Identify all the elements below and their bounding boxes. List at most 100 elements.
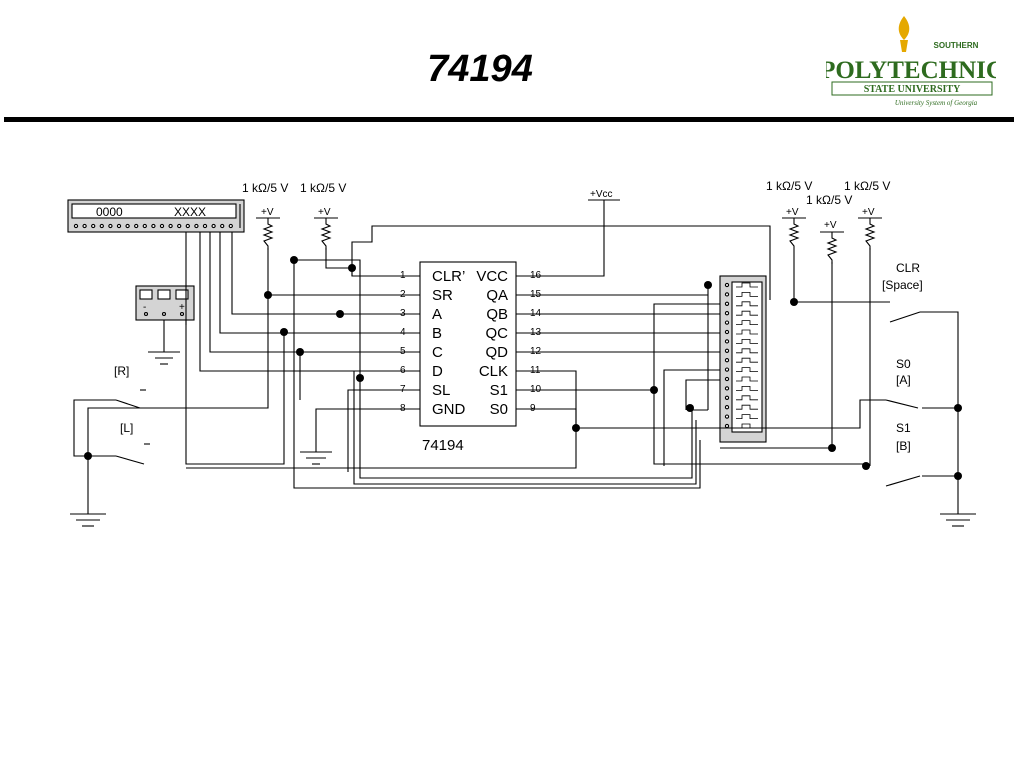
logo-polytechnic: POLYTECHNIC — [826, 57, 996, 84]
wire-junction — [84, 452, 92, 460]
wire-junction — [264, 291, 272, 299]
pin-name-right: QB — [486, 306, 508, 323]
connector-dot — [177, 223, 182, 229]
connector-dot — [168, 223, 173, 229]
wire-junction — [572, 424, 580, 432]
university-logo: SOUTHERN POLYTECHNIC STATE UNIVERSITY Un… — [826, 16, 996, 107]
waveform-trace — [736, 376, 758, 382]
resistor-symbol — [864, 218, 876, 250]
plus-v-5: +V — [862, 207, 875, 218]
waveform-trace — [736, 301, 758, 307]
wire-junction — [954, 404, 962, 412]
plus-v-2: +V — [318, 207, 331, 218]
pin-name-right: CLK — [479, 363, 508, 380]
ic-74194-body[interactable] — [419, 261, 517, 427]
pin-number-left: 8 — [400, 403, 406, 414]
plus-v-3: +V — [786, 207, 799, 218]
connector-dot — [724, 320, 730, 325]
wire-junction — [336, 310, 344, 318]
waveform-trace — [736, 414, 758, 420]
connector-dot — [724, 405, 730, 410]
pin-number-right: 13 — [530, 327, 542, 338]
resistor-label-5: 1 kΩ/5 V — [844, 179, 890, 193]
pin-name-right: S1 — [490, 382, 508, 399]
wire-junction — [356, 374, 364, 382]
connector-dot — [724, 282, 730, 288]
connector-dot — [724, 301, 730, 306]
pin-name-left: D — [432, 363, 443, 380]
resistor-label-3: 1 kΩ/5 V — [766, 179, 812, 193]
vcc-label: +Vcc — [590, 189, 613, 200]
wire-junction — [790, 298, 798, 306]
switch-l-label: [L] — [120, 421, 133, 435]
function-generator[interactable] — [135, 285, 195, 352]
waveform-trace — [736, 385, 758, 391]
switch-clr-key: [Space] — [882, 278, 923, 292]
generator-minus: - — [143, 302, 146, 313]
wire-junction — [686, 404, 694, 412]
connector-dot — [82, 223, 87, 229]
connector-dot — [185, 223, 190, 229]
connector-dot — [724, 414, 730, 419]
connector-dot — [724, 367, 730, 372]
pin-name-right: S0 — [490, 401, 508, 418]
pin-name-left: GND — [432, 401, 466, 418]
waveform-trace — [736, 320, 758, 326]
connector-dot — [91, 223, 96, 229]
waveform-trace — [736, 367, 758, 373]
ic-right-pins — [516, 275, 560, 410]
pin-number-left: 2 — [400, 289, 406, 300]
resistor-symbol — [262, 218, 274, 250]
pin-name-right: QC — [486, 325, 509, 342]
pin-name-left: B — [432, 325, 442, 342]
connector-dot — [116, 223, 122, 229]
waveform-trace — [736, 357, 758, 363]
connector-dot — [99, 223, 104, 229]
pin-number-right: 11 — [530, 365, 541, 376]
waveform-trace — [736, 310, 758, 316]
resistor-label-1: 1 kΩ/5 V — [242, 181, 288, 195]
switch-s0-key: [A] — [896, 373, 911, 387]
pin-number-right: 14 — [530, 308, 542, 319]
pin-name-left: CLR’ — [432, 268, 465, 285]
pin-name-right: QD — [486, 344, 509, 361]
wire-junction — [828, 444, 836, 452]
word-generator-right-value: XXXX — [174, 205, 206, 219]
plus-v-1: +V — [261, 207, 274, 218]
wire-junction — [862, 462, 870, 470]
wire-junction — [650, 386, 658, 394]
connector-dot — [724, 348, 730, 353]
wire-junction — [296, 348, 304, 356]
logo-system: University System of Georgia — [895, 99, 978, 107]
pin-number-left: 5 — [400, 346, 406, 357]
switch-s1-label: S1 — [896, 421, 911, 435]
word-generator-left-value: 0000 — [96, 205, 123, 219]
switch-s0-label: S0 — [896, 357, 911, 371]
pin-number-right: 12 — [530, 346, 542, 357]
pin-number-right: 15 — [530, 289, 542, 300]
plus-v-4: +V — [824, 220, 837, 231]
switch-r-label: [R] — [114, 364, 129, 378]
pin-name-left: A — [432, 306, 442, 323]
torch-handle-icon — [900, 40, 908, 52]
logo-southern: SOUTHERN — [934, 41, 979, 50]
connector-dot — [220, 223, 225, 229]
connector-dot — [724, 329, 730, 335]
waveform-trace — [736, 291, 758, 297]
pin-number-left: 7 — [400, 384, 406, 395]
resistor-label-2: 1 kΩ/5 V — [300, 181, 346, 195]
connector-dot — [724, 311, 730, 316]
resistor-symbol — [788, 218, 800, 250]
connector-dot — [159, 223, 165, 229]
wire-junction — [954, 472, 962, 480]
connector-dot — [724, 292, 730, 297]
wire-junction — [348, 264, 356, 272]
pin-number-left: 1 — [400, 270, 406, 281]
resistor-symbol — [320, 218, 332, 250]
connector-dot — [724, 423, 730, 429]
connector-dot — [724, 358, 730, 363]
pin-number-left: 6 — [400, 365, 406, 376]
waveform-trace — [736, 329, 758, 335]
connector-dot — [151, 223, 156, 229]
